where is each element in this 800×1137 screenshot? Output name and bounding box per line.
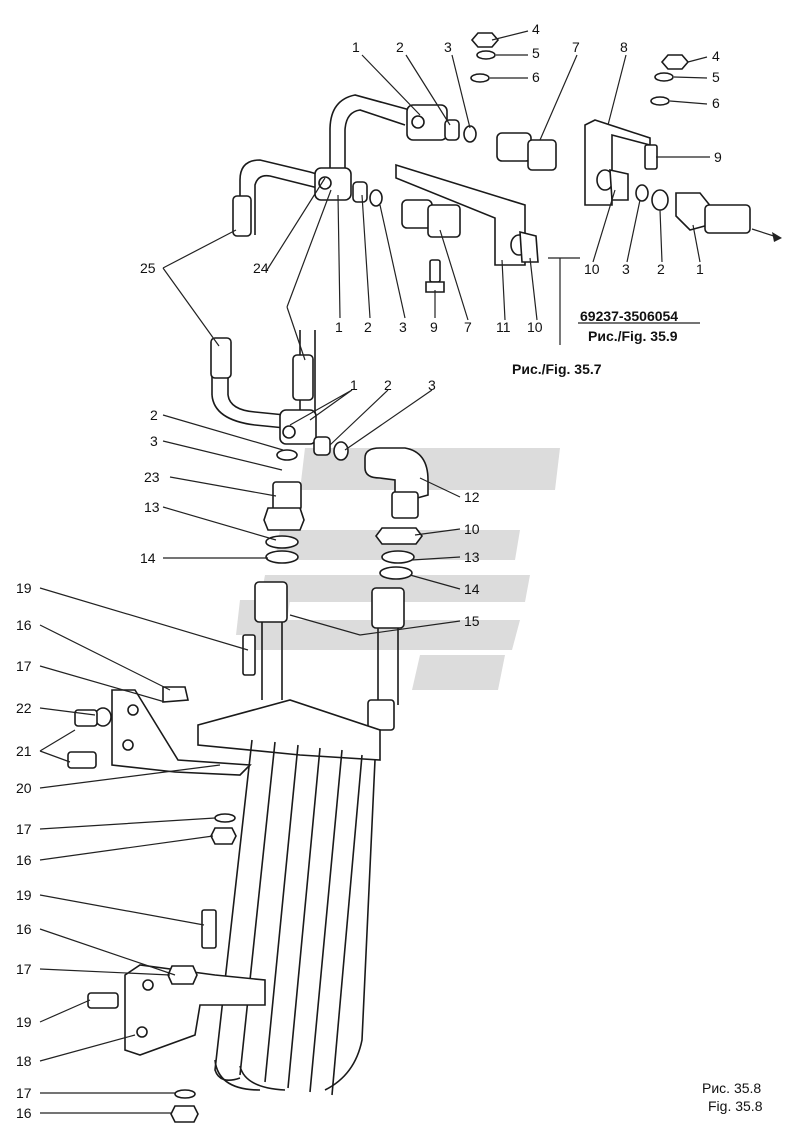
callout: 3: [444, 39, 452, 55]
callout: 7: [464, 319, 472, 335]
callout: 14: [140, 550, 156, 566]
callout: 9: [430, 319, 438, 335]
callout: 15: [464, 613, 480, 629]
callout: 24: [253, 260, 269, 276]
callout: 8: [620, 39, 628, 55]
callout: 1: [335, 319, 343, 335]
callout: 11: [496, 319, 511, 335]
figure-caption: Рис. 35.8 Fig. 35.8: [702, 1080, 763, 1114]
callout: 17: [16, 658, 32, 674]
callout: 4: [712, 48, 720, 64]
callout: 7: [572, 39, 580, 55]
callout: 17: [16, 1085, 32, 1101]
callout: 3: [428, 377, 436, 393]
callout: 19: [16, 580, 32, 596]
fig-reference-lower: Рис./Fig. 35.7: [512, 361, 602, 377]
callout: 17: [16, 961, 32, 977]
lower-fittings: [263, 447, 429, 580]
callout: 19: [16, 887, 32, 903]
callout: 22: [16, 700, 32, 716]
caption-line-2: Fig. 35.8: [708, 1098, 763, 1114]
callout: 16: [16, 617, 32, 633]
callout: 3: [150, 433, 158, 449]
callout: 10: [527, 319, 543, 335]
callout: 20: [16, 780, 32, 796]
callout: 25: [140, 260, 156, 276]
watermark-logo: [236, 448, 560, 690]
callout: 21: [16, 743, 32, 759]
callout: 2: [150, 407, 158, 423]
callout: 6: [532, 69, 540, 85]
callout-labels: 1 2 3 4 5 6 7 8 4 5 6 9 25 24 1 2 3 9 7 …: [16, 21, 722, 1121]
callout: 3: [399, 319, 407, 335]
callout: 1: [350, 377, 358, 393]
caption-line-1: Рис. 35.8: [702, 1080, 761, 1096]
callout: 5: [532, 45, 540, 61]
callout: 16: [16, 1105, 32, 1121]
callout: 19: [16, 1014, 32, 1030]
fig-reference-upper: Рис./Fig. 35.9: [588, 328, 678, 344]
callout: 13: [464, 549, 480, 565]
callout: 6: [712, 95, 720, 111]
callout: 12: [464, 489, 480, 505]
callout: 2: [384, 377, 392, 393]
callout: 4: [532, 21, 540, 37]
right-detail-assembly: [584, 54, 782, 242]
callout: 2: [657, 261, 665, 277]
callout: 16: [16, 852, 32, 868]
callout: 17: [16, 821, 32, 837]
part-number: 69237-3506054: [580, 308, 678, 324]
upper-hose-assembly: [210, 32, 557, 461]
leader-lines: [39, 30, 710, 1114]
callout: 1: [696, 261, 704, 277]
callout: 16: [16, 921, 32, 937]
callout: 10: [464, 521, 480, 537]
callout: 2: [364, 319, 372, 335]
callout: 13: [144, 499, 160, 515]
figure-references: 69237-3506054 Рис./Fig. 35.9 Рис./Fig. 3…: [512, 308, 678, 377]
callout: 5: [712, 69, 720, 85]
callout: 10: [584, 261, 600, 277]
callout: 1: [352, 39, 360, 55]
callout: 23: [144, 469, 160, 485]
callout: 2: [396, 39, 404, 55]
callout: 3: [622, 261, 630, 277]
callout: 14: [464, 581, 480, 597]
callout: 18: [16, 1053, 32, 1069]
callout: 9: [714, 149, 722, 165]
oil-cooler-assembly: [67, 581, 405, 1123]
